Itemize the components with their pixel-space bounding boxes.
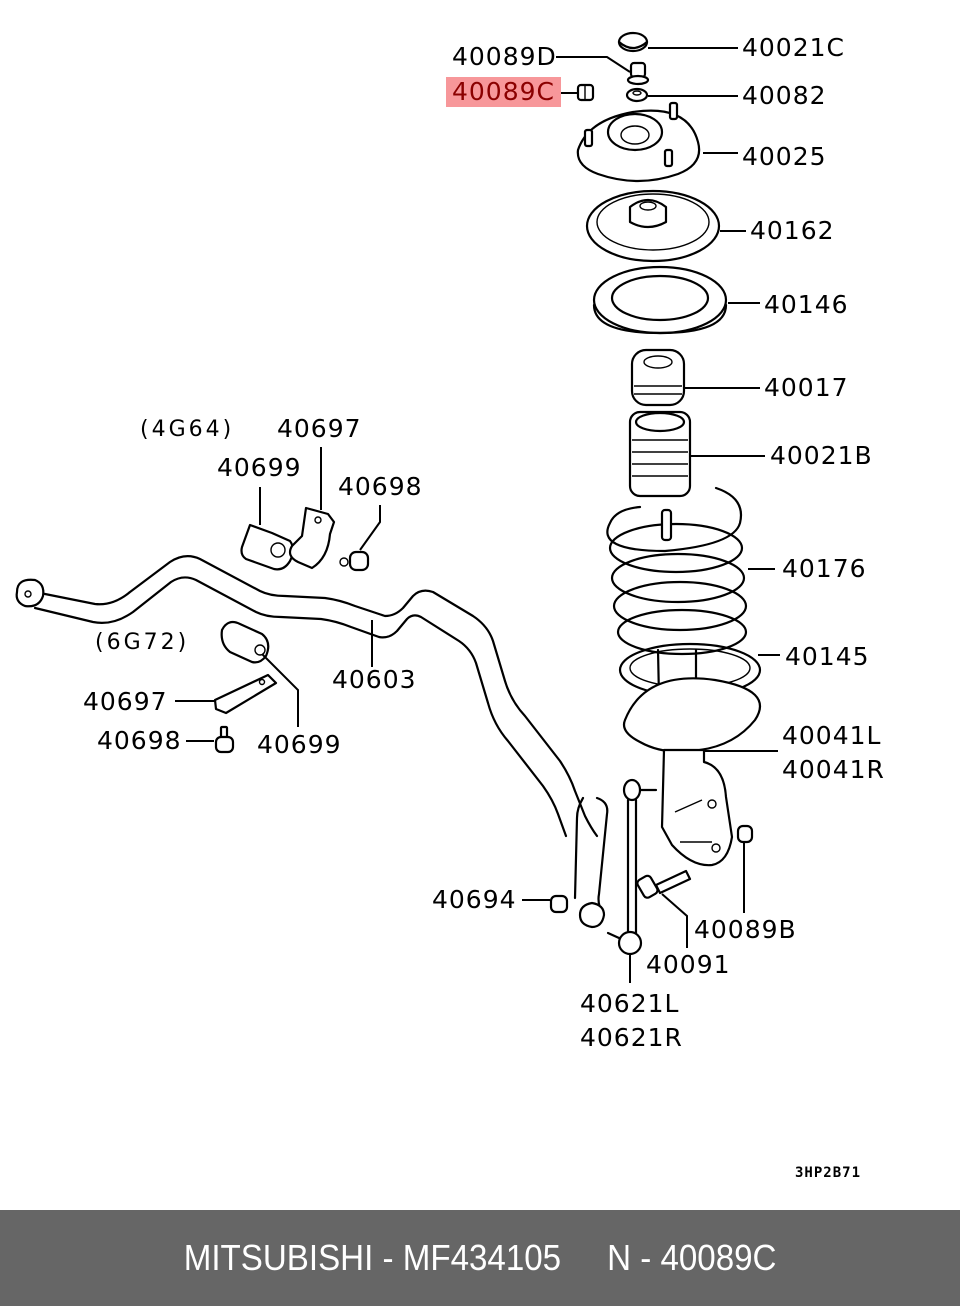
label-40041L: 40041L [782,721,882,750]
part-40089C-nut [576,83,595,102]
footer-separator-1: - [373,1237,403,1278]
part-40697-plate-6g72 [213,673,278,715]
label-40021C: 40021C [742,33,845,62]
part-40698-nut-4g64 [339,550,370,572]
label-40089D: 40089D [452,42,557,71]
label-40176: 40176 [782,554,867,583]
footer-part-number: MF434105 [402,1237,561,1278]
label-40621L: 40621L [580,989,680,1018]
part-40089B-nut [736,824,754,844]
part-40697-bracket-4g64 [288,506,336,570]
part-40176-coil-spring [606,486,748,656]
part-40025-strut-mount [576,101,701,183]
label-40089C-highlighted: 40089C [446,77,561,107]
label-40697-4g64: 40697 [277,414,362,443]
part-40699-bushing-4g64 [240,523,295,571]
label-engine-6g72: (6G72) [95,630,190,655]
footer-separator-2: - [630,1237,661,1278]
footer-brand: MITSUBISHI [183,1237,374,1278]
drawing-code: 3HP2B71 [795,1165,862,1181]
label-40697-6g72: 40697 [83,687,168,716]
label-40041R: 40041R [782,755,885,784]
part-40694-nut [549,894,569,914]
part-40621-stabilizer-link [606,778,658,956]
label-40699-4g64: 40699 [217,453,302,482]
label-engine-4g64: (4G64) [140,417,235,442]
label-40089B: 40089B [694,915,797,944]
footer-gap [561,1237,607,1278]
label-40017: 40017 [764,373,849,402]
label-40025: 40025 [742,142,827,171]
parts-diagram [15,31,780,983]
footer-text: MITSUBISHI - MF434105 N - 40089C [184,1237,777,1279]
footer-ref-prefix: N [606,1237,631,1278]
label-40146: 40146 [764,290,849,319]
part-40146-spring-seat [592,265,728,335]
part-40603-stabilizer-bar [15,555,609,929]
part-40162-bearing [585,189,721,263]
part-40698-bolt-6g72 [214,725,235,754]
footer-banner: MITSUBISHI - MF434105 N - 40089C [0,1210,960,1306]
label-40621R: 40621R [580,1023,683,1052]
part-40017-bump-stop [630,348,686,407]
part-40699-bushing-6g72 [220,620,270,664]
part-40091-bolt [636,869,692,899]
label-40603: 40603 [332,665,417,694]
part-40021B-dust-boot [628,410,692,498]
part-40041-strut-assembly [622,648,761,867]
label-40698-6g72: 40698 [97,726,182,755]
label-40699-6g72: 40699 [257,730,342,759]
label-40145: 40145 [785,642,870,671]
label-40694: 40694 [432,885,517,914]
label-40082: 40082 [742,81,827,110]
footer-ref-number: 40089C [660,1237,777,1278]
label-40021B: 40021B [770,441,873,470]
part-40021C-cap [617,31,649,53]
part-40082-washer [625,87,649,103]
label-40162: 40162 [750,216,835,245]
label-40091: 40091 [646,950,731,979]
label-40698-4g64: 40698 [338,472,423,501]
part-40089D-nut [626,61,650,86]
